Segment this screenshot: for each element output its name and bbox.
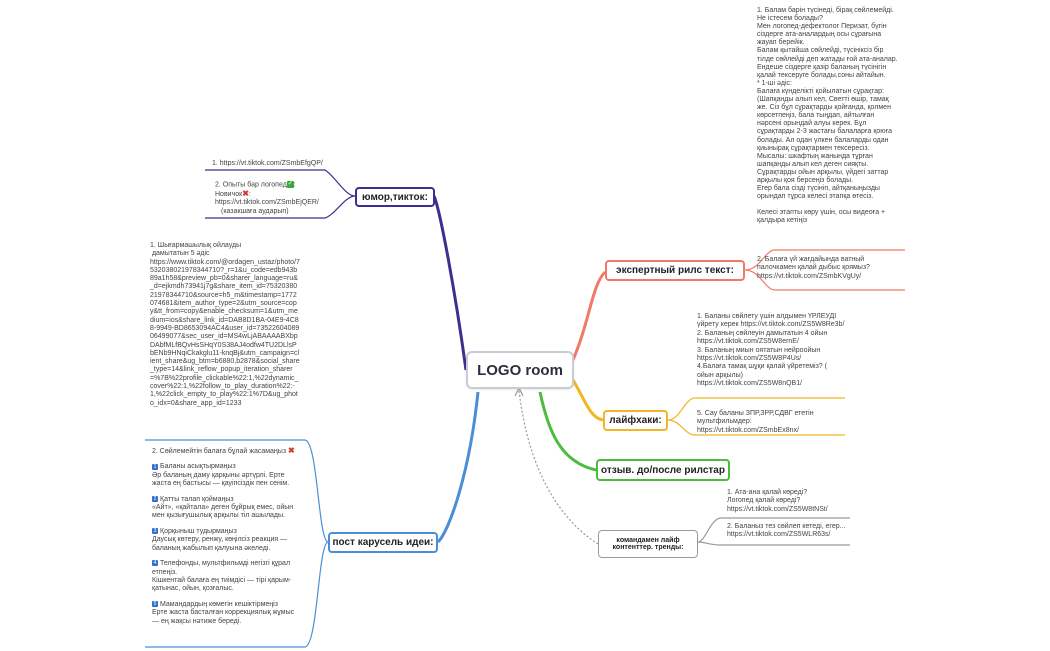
topic-carousel-label: пост карусель идеи: [332, 537, 434, 548]
carousel-point-body: Ерте жаста басталған коррекциялық жұмыс … [152, 609, 295, 625]
experts-item-2[interactable]: 2. Балаға үй жағдайында ватный палочкаме… [757, 256, 870, 280]
number-3-icon: 3 [152, 528, 158, 535]
topic-carousel[interactable]: пост карусель идеи: [328, 532, 438, 553]
carousel-item-1[interactable]: 1. Шығармашылық ойлауды дамытатын 5 әдіс… [150, 242, 300, 407]
number-2-icon: 2 [152, 495, 158, 502]
check-icon: ✓ [286, 181, 294, 188]
number-1-icon: 1 [152, 463, 158, 470]
carousel-item-2[interactable]: 2. Сөйлемейтін балаға бұлай жасамаңыз ✖ … [152, 446, 302, 626]
humor-item-2-line4: (казакшаға аударып) [221, 207, 289, 215]
number-5-icon: 5 [152, 600, 158, 607]
central-topic[interactable]: LOGO room [466, 351, 574, 389]
link-humor-items [205, 169, 356, 219]
humor-item-2[interactable]: 2. Опыты бар логопед✓: Новичок✖: https:/… [215, 181, 355, 216]
link-reviews [538, 391, 597, 472]
link-trends-items [697, 517, 850, 546]
carousel-item-2-title: 2. Сөйлемейтін балаға бұлай жасамаңыз [152, 448, 287, 456]
cross-icon: ✖ [288, 446, 295, 455]
humor-item-2-line1: 2. Опыты бар логопед [215, 181, 287, 189]
trends-item-1[interactable]: 1. Ата-ана қалай көреді? Логопед қалай к… [727, 489, 828, 513]
carousel-point-head: Қорқыныш тудырмаңыз [160, 527, 237, 535]
topic-experts[interactable]: экспертный рилс текст: [605, 260, 745, 281]
trends-item-2[interactable]: 2. Баланыз тез сөйлеп кетеді, егер... ht… [727, 523, 846, 539]
cross-icon: ✖ [242, 188, 249, 198]
topic-reviews[interactable]: отзыв. до/после рилстар [596, 459, 730, 481]
humor-item-2-line2: Новичок [215, 190, 243, 198]
link-lifehacks-items [667, 397, 845, 436]
link-lifehacks [571, 379, 604, 422]
topic-trends-label: командамен лайф контенттер. тренды: [612, 537, 684, 551]
lifehacks-item-1[interactable]: 1. Баланы сөйлету үшін алдымен ҮРЛЕУДІ ү… [697, 313, 845, 388]
topic-lifehacks-label: лайфхаки: [609, 415, 662, 426]
carousel-point-body: Кішкентай балаға ең тиімдісі — тірі қары… [152, 576, 292, 593]
carousel-point-body: Әр баланың даму қарқыны әртүрлі. Ерте жа… [152, 471, 290, 488]
topic-humor-label: юмор,тикток: [362, 191, 428, 203]
humor-item-2-line3: https://vt.tiktok.com/ZSmbEjQER/ [215, 199, 319, 207]
carousel-point-head: Баланы асықтырмаңыз [160, 463, 236, 471]
experts-item-1[interactable]: 1. Балам барін түсінеді, бірақ сөйлемейд… [757, 7, 898, 225]
lifehacks-item-2[interactable]: 5. Сау баланы ЗПР,ЗРР,СДВГ ететін мультф… [697, 410, 814, 434]
carousel-point-body: Даусық көтеру, ренжу, көңілсіз реакция —… [152, 536, 288, 552]
number-4-icon: 4 [152, 560, 158, 567]
carousel-point-head: Телефонды, мультфильмді негізгі құрал ет… [152, 560, 291, 576]
topic-humor[interactable]: юмор,тикток: [355, 187, 435, 207]
link-carousel-items [145, 439, 329, 648]
link-trends [518, 389, 599, 545]
central-topic-label: LOGO room [477, 361, 563, 379]
topic-reviews-label: отзыв. до/после рилстар [601, 464, 725, 476]
link-experts [571, 270, 607, 361]
link-experts-items [744, 249, 905, 291]
topic-experts-label: экспертный рилс текст: [616, 265, 734, 276]
link-carousel [436, 391, 480, 544]
topic-trends[interactable]: командамен лайф контенттер. тренды: [598, 530, 698, 558]
carousel-point-head: Қатты талап қоймаңыз [160, 495, 234, 503]
topic-lifehacks[interactable]: лайфхаки: [603, 410, 668, 431]
humor-item-1[interactable]: 1. https://vt.tiktok.com/ZSmbEfgQP/ [212, 160, 323, 167]
link-humor [432, 195, 468, 371]
carousel-point-head: Мамандардың көмегін кешіктірмеңіз [160, 600, 278, 608]
carousel-point-body: «Айт», «қайтала» деген бұйрық емес, ойын… [152, 504, 294, 520]
